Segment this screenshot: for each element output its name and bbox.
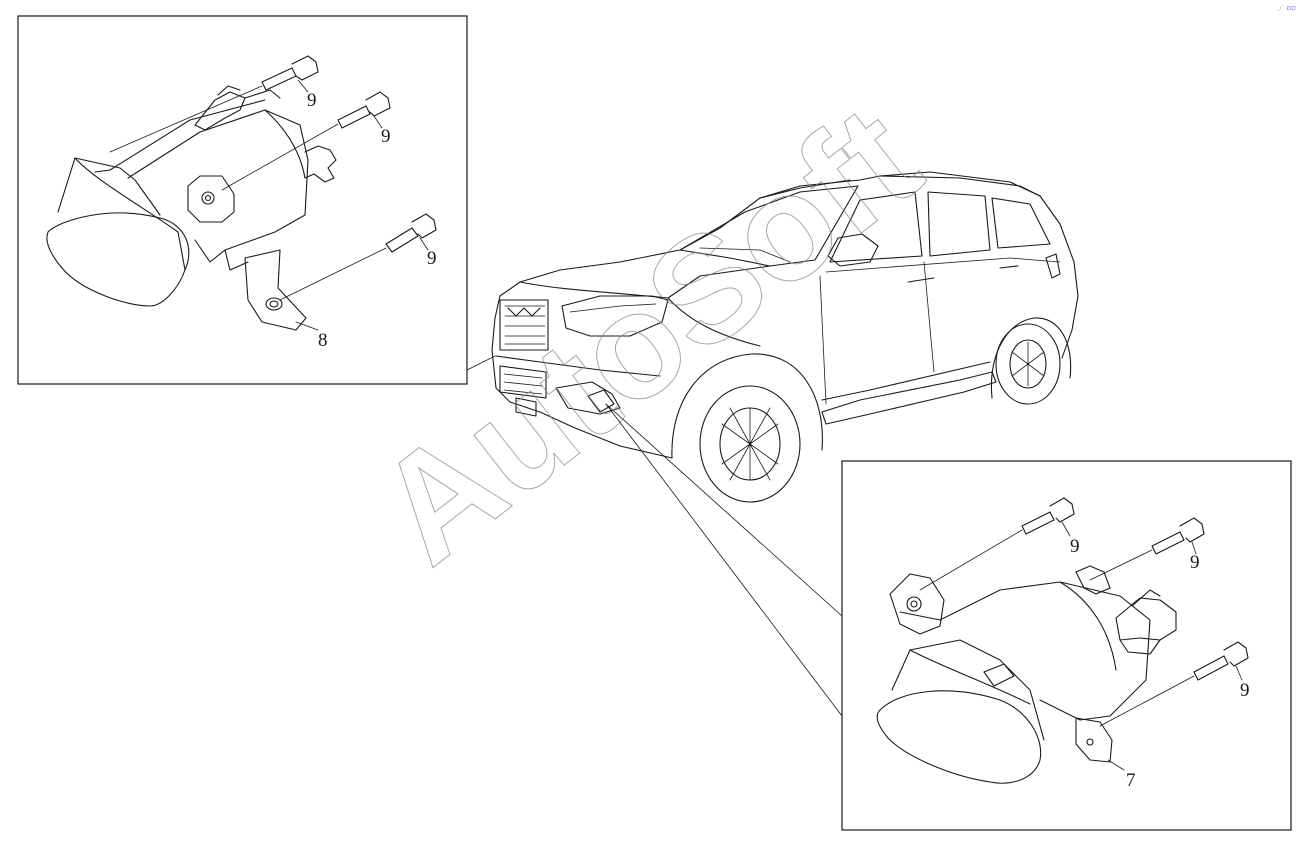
leader-line-right-top (605, 403, 843, 617)
callout-right-bolt-c: 9 (1240, 680, 1250, 701)
right-bolt-b (1089, 517, 1205, 581)
left-bolt-b (221, 91, 391, 191)
callout-right-lamp: 7 (1126, 770, 1136, 791)
left-bolt-a (109, 55, 319, 153)
callout-left-bolt-c: 9 (427, 248, 437, 269)
callout-left-bolt-a: 9 (307, 90, 317, 111)
callout-left-bracket: 8 (318, 330, 328, 351)
leader-line-right-bottom (605, 403, 843, 717)
watermark-text: AutoSoft (346, 73, 948, 595)
right-detail-frame (841, 460, 1292, 831)
left-bolt-c (279, 213, 437, 301)
right-bolt-a (919, 497, 1075, 591)
right-fog-lamp-detail: 9 9 9 7 (841, 460, 1292, 831)
left-detail-frame (17, 15, 468, 385)
left-fog-lamp-detail: 9 9 9 8 (17, 15, 496, 385)
vehicle-overview (491, 171, 1079, 503)
right-bolt-c (1099, 641, 1249, 727)
left-fog-lamp (46, 85, 337, 331)
corner-logo-mark: ⋰ ▫▫ (1277, 4, 1296, 12)
callout-right-bolt-b: 9 (1190, 552, 1200, 573)
callout-left-bolt-b: 9 (381, 126, 391, 147)
right-fog-lamp (876, 565, 1177, 784)
callout-right-bolt-a: 9 (1070, 536, 1080, 557)
watermark: AutoSoft (346, 73, 949, 596)
